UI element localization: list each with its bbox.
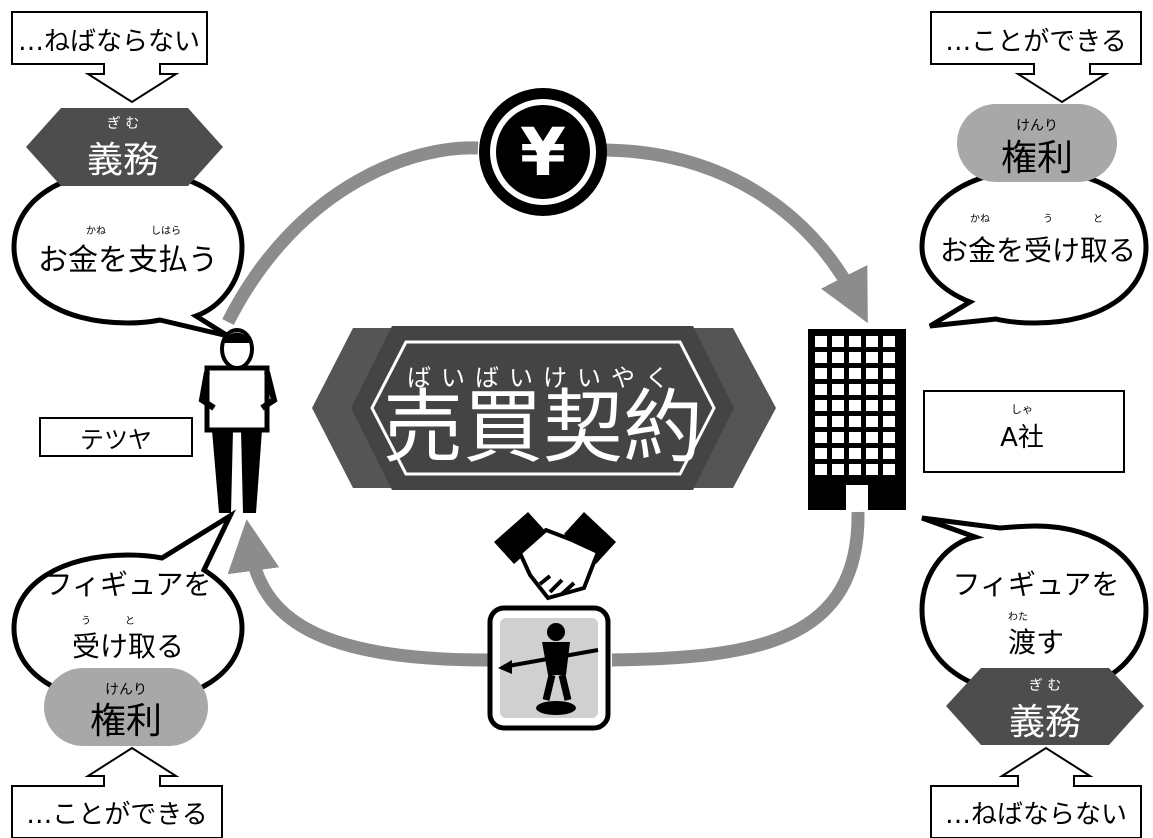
- bottom-right-bubble-line1: フィギュアを: [953, 568, 1120, 601]
- top-right-bubble-text: お金を受け取る: [940, 234, 1136, 267]
- bottom-left-bubble-ruby-1: う: [81, 615, 91, 627]
- bottom-right-duty-ruby: ぎ む: [1029, 678, 1061, 694]
- money-flow-arrow: [222, 141, 856, 322]
- bottom-right-bubble-line2: 渡す: [1008, 626, 1064, 659]
- bottom-left-speech-bubble: フィギュアを う と 受け取る: [11, 509, 245, 706]
- top-left-bubble-ruby-2: しはら: [151, 225, 181, 237]
- center-title-ruby: ばいばいけいやく: [407, 364, 679, 392]
- top-left-duty-ruby: ぎ む: [107, 116, 139, 132]
- company-name-ruby: しゃ: [1011, 403, 1033, 416]
- person-icon: [198, 328, 278, 513]
- top-left-callout-box: …ねばならない: [11, 11, 208, 104]
- goods-flow-arrow: [250, 512, 865, 667]
- svg-text:¥: ¥: [520, 114, 566, 191]
- top-right-right-label: 権利: [1001, 138, 1073, 179]
- bottom-right-speech-bubble: フィギュアを わた 渡す: [919, 515, 1149, 698]
- bottom-left-right-label: 権利: [90, 701, 162, 742]
- handshake-icon: [494, 512, 616, 601]
- bottom-left-bubble-ruby-2: と: [125, 615, 135, 627]
- bottom-right-callout-box: …ねばならない: [930, 746, 1142, 838]
- bottom-right-duty-label: 義務: [1009, 702, 1081, 743]
- top-right-bubble-ruby-2: う: [1043, 213, 1053, 225]
- top-left-bubble-ruby-1: かね: [86, 225, 106, 237]
- top-right-speech-bubble: かね う と お金を受け取る: [919, 167, 1149, 329]
- center-title: 売買契約: [383, 381, 703, 474]
- tetsuya-name: テツヤ: [80, 426, 152, 454]
- bottom-left-callout-text: …ことができる: [26, 800, 207, 830]
- company-name-box: しゃ A社: [923, 390, 1125, 473]
- yen-coin-icon: ¥: [479, 88, 607, 216]
- tetsuya-name-box: テツヤ: [39, 417, 193, 457]
- top-right-right-ruby: けんり: [1016, 118, 1058, 134]
- bottom-left-right-banner: けんり 権利: [44, 668, 208, 746]
- bottom-right-duty-banner: ぎ む 義務: [946, 668, 1144, 745]
- bottom-left-callout-box: …ことができる: [11, 746, 223, 838]
- bottom-right-callout-text: …ねばならない: [945, 800, 1127, 830]
- top-right-bubble-ruby-1: かね: [970, 213, 990, 225]
- top-left-duty-banner: ぎ む 義務: [26, 108, 223, 186]
- top-left-bubble-text: お金を支払う: [38, 243, 218, 278]
- top-right-right-banner: けんり 権利: [957, 104, 1117, 182]
- company-name: A社: [1000, 423, 1044, 453]
- bottom-right-bubble-ruby: わた: [1008, 611, 1028, 623]
- top-right-callout-box: …ことができる: [930, 11, 1142, 104]
- top-left-callout-text: …ねばならない: [18, 27, 200, 57]
- center-title-banner: ばいばいけいやく 売買契約: [312, 326, 776, 490]
- bottom-left-right-ruby: けんり: [105, 682, 147, 698]
- bottom-left-bubble-line1: フィギュアを: [45, 568, 212, 601]
- bottom-left-bubble-line2: 受け取る: [72, 630, 184, 663]
- top-right-callout-text: …ことができる: [945, 27, 1126, 57]
- top-right-bubble-ruby-3: と: [1093, 213, 1103, 225]
- office-building-icon: [808, 329, 906, 510]
- top-left-duty-label: 義務: [87, 140, 159, 181]
- figure-statue-icon: [487, 605, 611, 731]
- top-left-speech-bubble: かね しはら お金を支払う: [11, 167, 245, 339]
